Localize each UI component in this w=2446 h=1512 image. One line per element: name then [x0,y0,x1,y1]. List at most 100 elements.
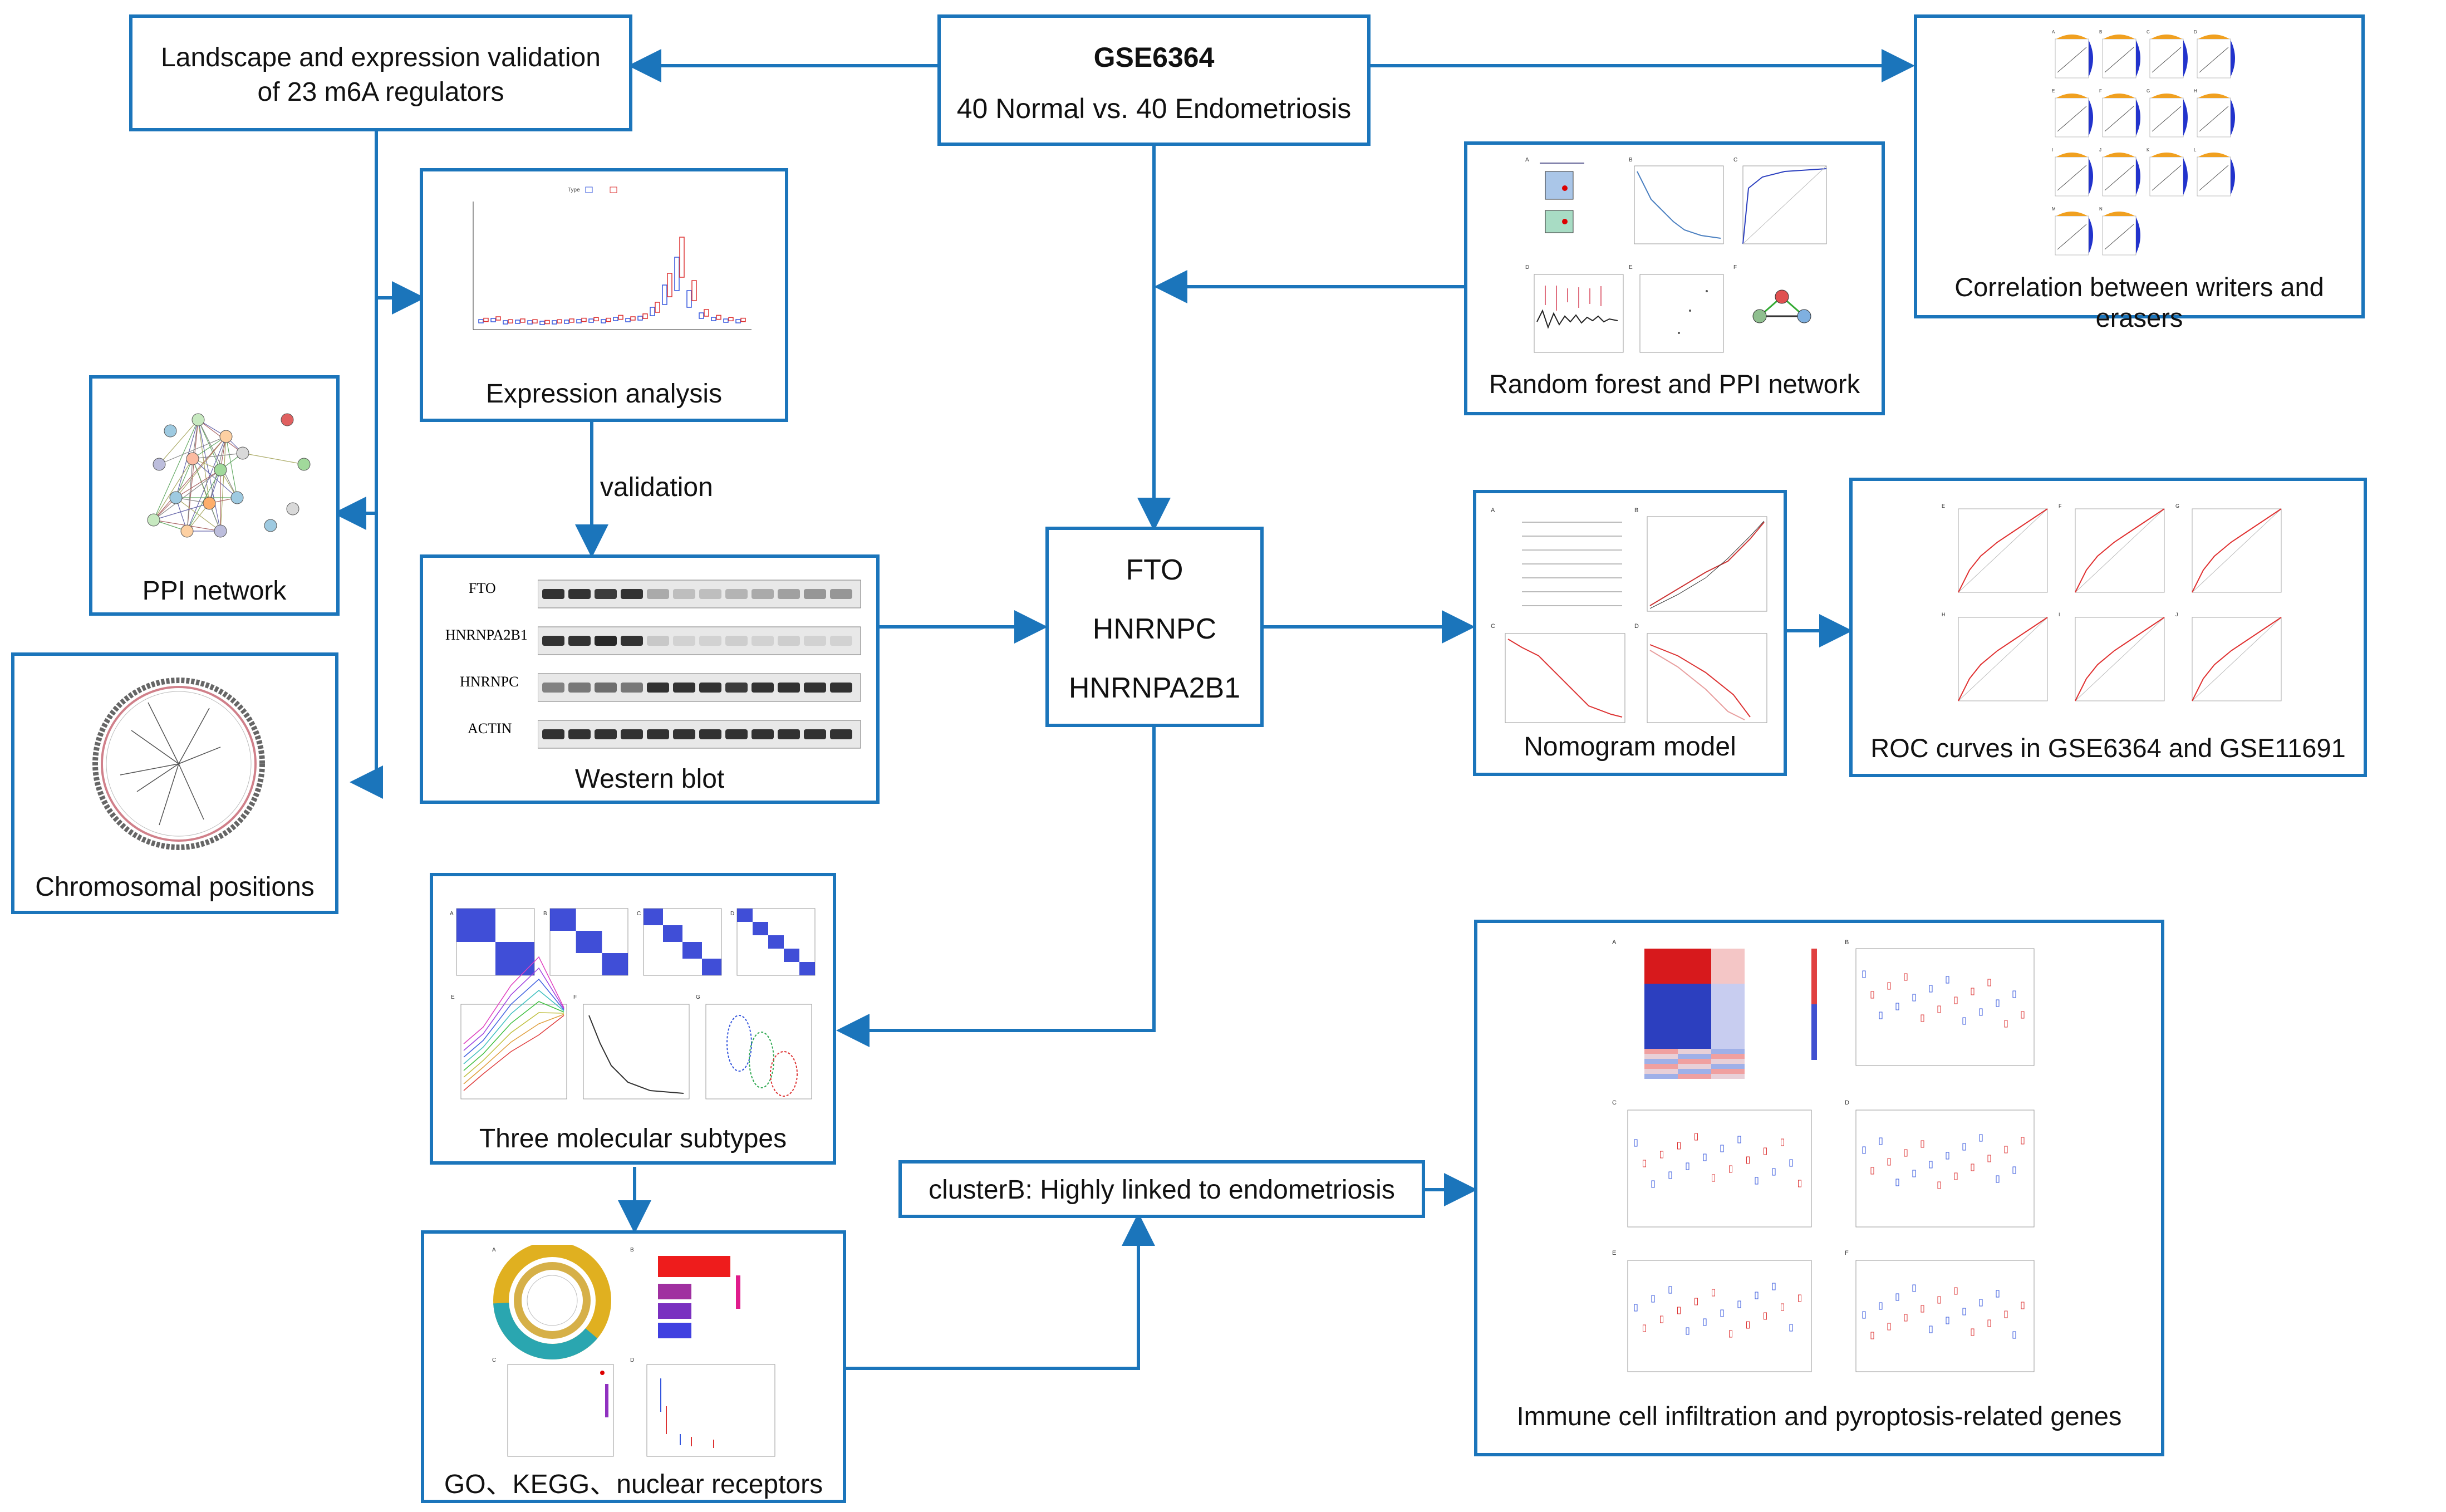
corr-density-right [2136,217,2140,254]
svg-text:A: A [1491,507,1495,514]
immune-box-mark [1979,1134,1983,1142]
ppi-node [286,502,299,516]
corr-panel-frame [2102,97,2136,138]
immune-box-mark [1971,1164,1975,1171]
expr-box-normal [490,318,496,322]
landscape-line1: Landscape and expression validation [161,43,601,72]
consensus-letter: D [730,911,734,917]
svg-text:Type: Type [568,187,580,193]
ppi-label: PPI network [142,576,287,606]
heatmap-cell [1711,1034,1745,1039]
nomogram-box: A B C D Nomogram model [1473,490,1787,776]
cdf-curve [463,1001,564,1071]
ppi-node [219,430,233,443]
immune-box-mark [1912,1170,1916,1177]
corr-panel-frame [2149,156,2184,197]
blot-band [778,636,800,646]
corr-fit-line [2152,165,2182,191]
hub-gene-hnrnpa2b1: HNRNPA2B1 [1068,672,1241,704]
immune-box-mark [1887,1158,1891,1166]
hub-gene-fto: FTO [1126,554,1183,586]
svg-text:F: F [1845,1250,1849,1256]
immune-box-mark [1921,1014,1924,1022]
blot-band [752,589,774,599]
corr-density-right [2183,99,2188,136]
heatmap-cell [1644,1009,1678,1014]
heatmap-cell [1644,1049,1678,1054]
dataset-title: GSE6364 [1093,42,1215,73]
expr-box-case [691,280,697,301]
immune-box-mark [1987,1319,1991,1327]
roc-panel-letter: F [2059,503,2062,509]
corr-panel-letter: I [2052,148,2053,153]
immune-box-mark [1764,1312,1767,1320]
svg-text:E: E [1629,264,1633,271]
corr-fit-line [2057,224,2087,250]
go-kegg-label: GO、KEGG、nuclear receptors [444,1470,823,1499]
immune-box-mark [1912,994,1916,1002]
heatmap-cell [1711,984,1745,989]
immune-box-mark [1996,1290,2000,1298]
heatmap-cell [1678,984,1711,989]
expr-box-case [581,317,587,322]
consensus-block [644,909,663,925]
ppi-box: PPI network [89,375,340,616]
immune-box-mark [1870,991,1874,999]
blot-band [804,729,826,739]
immune-box-mark [1651,1295,1655,1303]
heatmap-cell [1711,1024,1745,1029]
immune-box-mark [1746,1321,1750,1329]
corr-fit-line [2104,106,2134,132]
roc-panel-letter: J [2175,612,2178,617]
heatmap-cell [1711,969,1745,974]
ppi-node [180,524,194,538]
corr-density-top [2104,35,2135,39]
heatmap-cell [1644,994,1678,999]
expr-box-case [704,309,709,317]
immune-box-mark [1929,1161,1933,1169]
immune-box-mark [1729,1165,1732,1173]
immune-box-mark [1895,1179,1899,1186]
roc-label: ROC curves in GSE6364 and GSE11691 [1870,733,2346,763]
blot-band [725,729,748,739]
heatmap-cell [1644,959,1678,964]
expr-box-case [520,318,525,323]
immune-box-mark [1729,1330,1732,1338]
immune-box-mark [1789,1324,1793,1332]
heatmap-cell [1644,1029,1678,1034]
consensus-block [602,953,628,975]
immune-box-mark [1651,1180,1655,1188]
immune-box: A B C D E F Immune cell infiltration and… [1474,920,2164,1456]
immune-box-mark [1712,1174,1715,1182]
corr-density-right [2183,40,2188,77]
expr-box-case [532,319,538,323]
immune-box-mark [1971,988,1975,995]
heatmap-cell [1644,1044,1678,1049]
blot-band [830,589,852,599]
corr-density-top [2151,94,2182,98]
corr-density-top [2151,153,2182,157]
heatmap-cell [1711,1009,1745,1014]
expr-box-normal [576,319,582,323]
expr-box-case [728,317,734,322]
heatmap-cell [1711,999,1745,1004]
immune-box-mark [1954,996,1958,1004]
immune-box-mark [1904,973,1908,981]
corr-panel-letter: A [2052,30,2055,35]
consensus-letter: A [450,911,454,917]
heatmap-cell [1644,969,1678,974]
ppi-node [214,463,227,477]
immune-box-mark [1887,982,1891,990]
heatmap-legend [1811,1004,1817,1060]
expr-box-normal [564,320,569,324]
ppi-node [264,519,277,532]
roc-diagonal [2192,508,2282,593]
ppi-edge [159,436,227,465]
ppi-edge [153,419,199,521]
corr-density-top [2198,35,2229,39]
immune-box-mark [1912,1284,1916,1292]
go-kegg-box: A B C D GO、KEGG、nuclear receptors [421,1230,846,1503]
heatmap-cell [1678,954,1711,959]
immune-label: Immune cell infiltration and pyroptosis-… [1516,1401,2122,1431]
